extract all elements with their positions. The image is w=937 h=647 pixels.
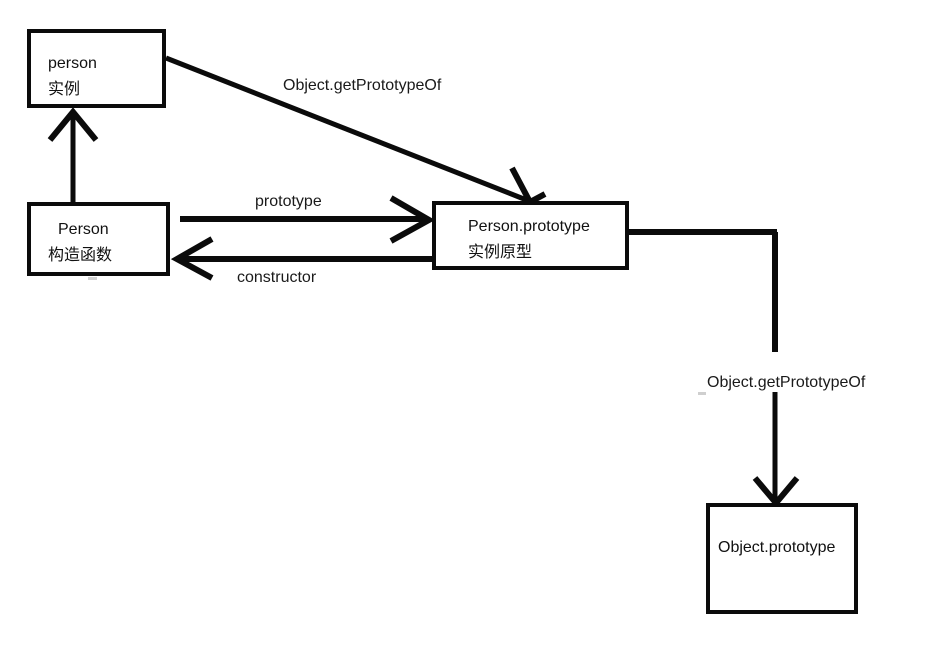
- node-object-prototype-label-1: Object.prototype: [718, 539, 836, 556]
- edge-label-object-getprototypeof-bottom: Object.getPrototypeOf: [707, 374, 866, 391]
- artifact-smudge-b: [698, 392, 706, 395]
- node-person-constructor-label-2: 构造函数: [48, 245, 113, 264]
- node-person-constructor[interactable]: [27, 202, 170, 276]
- node-person-prototype[interactable]: [432, 201, 629, 270]
- artifact-smudge-a: [88, 277, 97, 280]
- edge-person-constructor-to-person-instance: [47, 107, 99, 204]
- edge-label-prototype: prototype: [255, 193, 322, 210]
- node-person-constructor-label-1: Person: [58, 221, 109, 238]
- edge-constructor: [170, 236, 432, 281]
- node-person-prototype-label-2: 实例原型: [468, 242, 533, 261]
- edge-prototype: [180, 195, 436, 244]
- edge-label-object-getprototypeof-top: Object.getPrototypeOf: [283, 77, 442, 94]
- node-person-prototype-label-1: Person.prototype: [468, 218, 590, 235]
- edge-label-constructor: constructor: [237, 269, 317, 286]
- node-person-instance-label-1: person: [48, 55, 97, 72]
- node-person-instance-label-2: 实例: [48, 79, 81, 98]
- node-object-prototype[interactable]: [706, 503, 858, 614]
- node-person-instance[interactable]: [27, 29, 166, 108]
- edge-person-prototype-to-object-prototype: [629, 229, 800, 508]
